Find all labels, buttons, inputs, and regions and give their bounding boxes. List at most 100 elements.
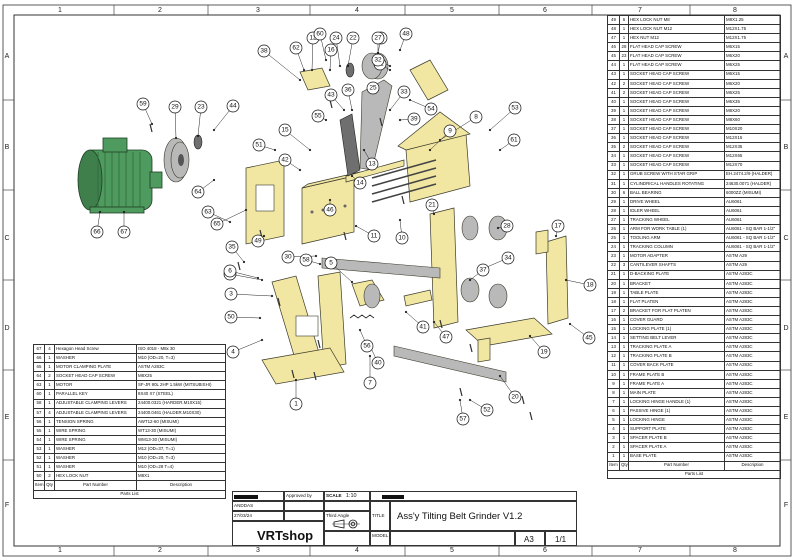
item-number: 5 [607,415,620,426]
item-number: 22 [607,260,620,271]
item-number: 52 [33,453,45,464]
balloon-number: 34 [504,255,512,262]
black-bar [382,495,404,499]
description: ASTM A283C [724,278,781,289]
part-number: TRACKING COLUMN [628,242,725,253]
item-balloon: 38 [257,44,271,58]
item-balloon: 19 [537,345,551,359]
item-balloon: 23 [194,100,208,114]
description: AU6061 - SQ BAR 1-1/2" [724,242,781,253]
screw [379,117,383,127]
zone-label-column: 7 [638,7,642,14]
balloon-circle [210,217,224,231]
part-number: PASSIVE HINGE (1) [628,406,725,417]
item-number: 39 [607,105,620,117]
item-balloon: 21 [425,198,439,212]
part-number: FLAT PLATEN [628,296,725,308]
item-balloon: 25 [366,81,380,95]
description: M6X25 [724,60,781,71]
part-number: HEX LOCK NUT M12 [628,24,725,35]
blank-cell [324,501,370,511]
part-number: TENSION SPRING [54,416,137,427]
part-number: WASHER [54,462,137,473]
balloon-number: 60 [316,31,324,38]
balloon-circle [329,31,343,45]
balloon-circle [425,198,439,212]
item-balloon: 67 [117,225,131,239]
leader-dot [244,208,248,212]
balloon-circle [311,109,325,123]
balloon-number: 65 [213,221,221,228]
balloon-circle [252,138,266,152]
description: M10X20 [724,124,781,135]
description: M10 (OD=20, T=3) [136,453,226,464]
part-number: SOCKET HEAD CAP SCREW [628,69,725,80]
top-right-cell [370,491,577,501]
screw [343,231,347,241]
description: M6X15 [724,42,781,53]
quantity: 1 [619,60,629,71]
item-number: 37 [607,124,620,135]
part-number: FRAME PLATE A [628,378,725,389]
black-bar [234,495,258,499]
balloon-number: 64 [194,189,202,196]
zone-label-column: 5 [450,7,454,14]
idler-wheel-c [460,277,480,303]
item-number: 1 [607,451,620,462]
balloon-number: 33 [400,89,408,96]
item-balloon: 5 [324,256,338,270]
item-balloon: 64 [191,185,205,199]
balloon-number: 23 [197,104,205,111]
header-part-number: Part Number [628,460,725,471]
motor-terminal-box [102,137,128,153]
item-balloon: 54 [424,102,438,116]
balloon-circle [469,110,483,124]
part-number: SPACER PLATE B [628,433,725,444]
item-number: 38 [607,115,620,126]
balloon-circle [224,287,238,301]
balloon-circle [371,356,385,370]
item-number: 43 [607,69,620,80]
leader-dot [346,64,350,68]
item-number: 11 [607,360,620,371]
part-number: TOOLING ARM [628,233,725,244]
part-number: TRACKING PLATE B [628,351,725,362]
quantity: 1 [619,287,629,298]
zone-label-column: 2 [158,547,162,554]
quantity: 1 [619,105,629,117]
quantity: 1 [619,96,629,107]
leader-dot [302,68,306,72]
balloon-number: 20 [511,394,519,401]
quantity: 1 [44,453,55,464]
item-balloon: 24 [329,31,343,45]
drawing-title: Ass'y Tilting Belt Grinder V1.2 [390,501,577,531]
item-balloon: 61 [507,133,521,147]
model-file-label: MODEL FILE [370,531,390,546]
balloon-number: 55 [314,113,322,120]
item-balloon: 22 [346,31,360,45]
zone-label-row: E [783,414,789,421]
balloon-circle [500,219,514,233]
balloon-number: 59 [139,101,147,108]
item-number: 14 [607,333,620,344]
balloon-number: 17 [554,223,562,230]
part-number: PARALLEL KEY [54,389,137,400]
item-number: 67 [33,343,45,355]
bearing [345,62,355,78]
item-number: 64 [33,371,45,382]
item-number: 15 [607,324,620,335]
leader-dot [342,108,346,112]
balloon-number: 41 [419,324,427,331]
projection-cell: Third Angle [324,511,370,531]
